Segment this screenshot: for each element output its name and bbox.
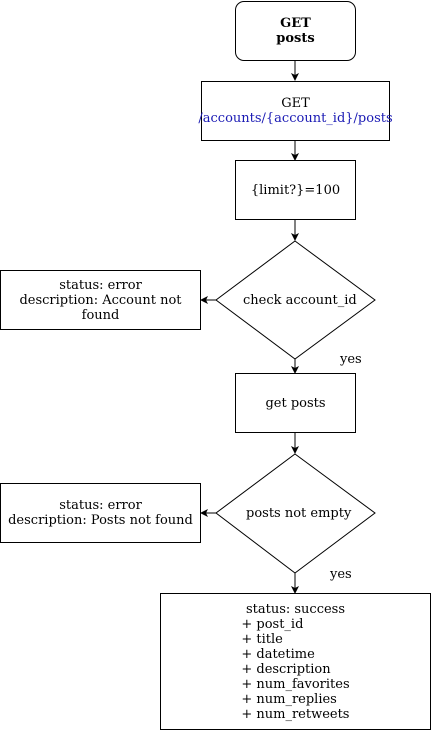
error2-node: status: error description: Posts not fou…: [0, 483, 201, 543]
success-field-num-replies: + num_replies: [241, 691, 337, 707]
error2-description: description: Posts not found: [8, 513, 193, 528]
success-node: status: success + post_id + title + date…: [160, 593, 431, 730]
success-content: status: success + post_id + title + date…: [241, 602, 349, 722]
endpoint-node: GET /accounts/{account_id}/posts: [198, 81, 393, 141]
endpoint-path: /accounts/{account_id}/posts: [198, 111, 393, 126]
success-field-post-id: + post_id: [241, 616, 304, 632]
decision1-yes-label: yes: [340, 352, 362, 367]
decision1-label: check account_id: [243, 293, 357, 308]
get-posts-node: get posts: [235, 373, 356, 433]
error1-status: status: error: [59, 277, 142, 293]
decision1-diamond: [215, 240, 376, 360]
error2-status: status: error: [59, 498, 142, 513]
error1-description: description: Account not found: [19, 292, 182, 323]
success-status: status: success: [245, 601, 346, 617]
decision2-diamond: [215, 453, 376, 574]
error1-node: status: error description: Account not f…: [0, 270, 201, 330]
success-field-datetime: + datetime: [241, 646, 315, 662]
decision2-yes-label: yes: [330, 567, 352, 582]
endpoint-method: GET: [281, 96, 310, 111]
start-node: GET posts: [235, 1, 356, 61]
success-field-title: + title: [241, 631, 283, 647]
params-text: {limit?}=100: [250, 182, 341, 198]
params-node: {limit?}=100: [235, 160, 356, 220]
success-field-num-retweets: + num_retweets: [241, 706, 350, 722]
success-field-description: + description: [241, 661, 331, 677]
start-resource: posts: [276, 31, 315, 46]
start-method: GET: [280, 16, 311, 31]
success-field-num-favorites: + num_favorites: [241, 676, 350, 692]
decision2-label: posts not empty: [246, 506, 352, 521]
get-posts-text: get posts: [265, 395, 326, 411]
